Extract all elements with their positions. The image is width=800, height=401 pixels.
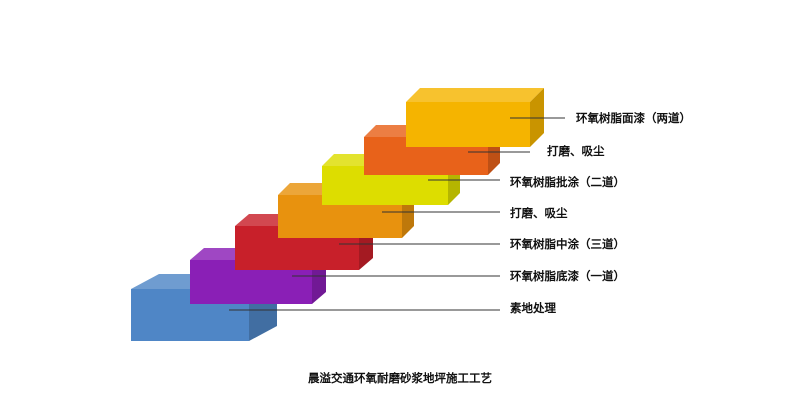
label-substrate: 素地处理	[510, 301, 556, 315]
label-midcoat: 环氧树脂中涂（三道）	[510, 237, 625, 251]
diagram-title: 晨溢交通环氧耐磨砂浆地坪施工工艺	[308, 371, 492, 385]
label-sanding-2: 打磨、吸尘	[510, 206, 568, 220]
label-topcoat: 环氧树脂面漆（两道）	[576, 111, 691, 125]
label-trowel-coat: 环氧树脂批涂（二道）	[510, 175, 625, 189]
label-primer: 环氧树脂底漆（一道）	[510, 269, 625, 283]
label-sanding-1: 打磨、吸尘	[547, 144, 605, 158]
layer-block-topcoat	[406, 88, 544, 147]
